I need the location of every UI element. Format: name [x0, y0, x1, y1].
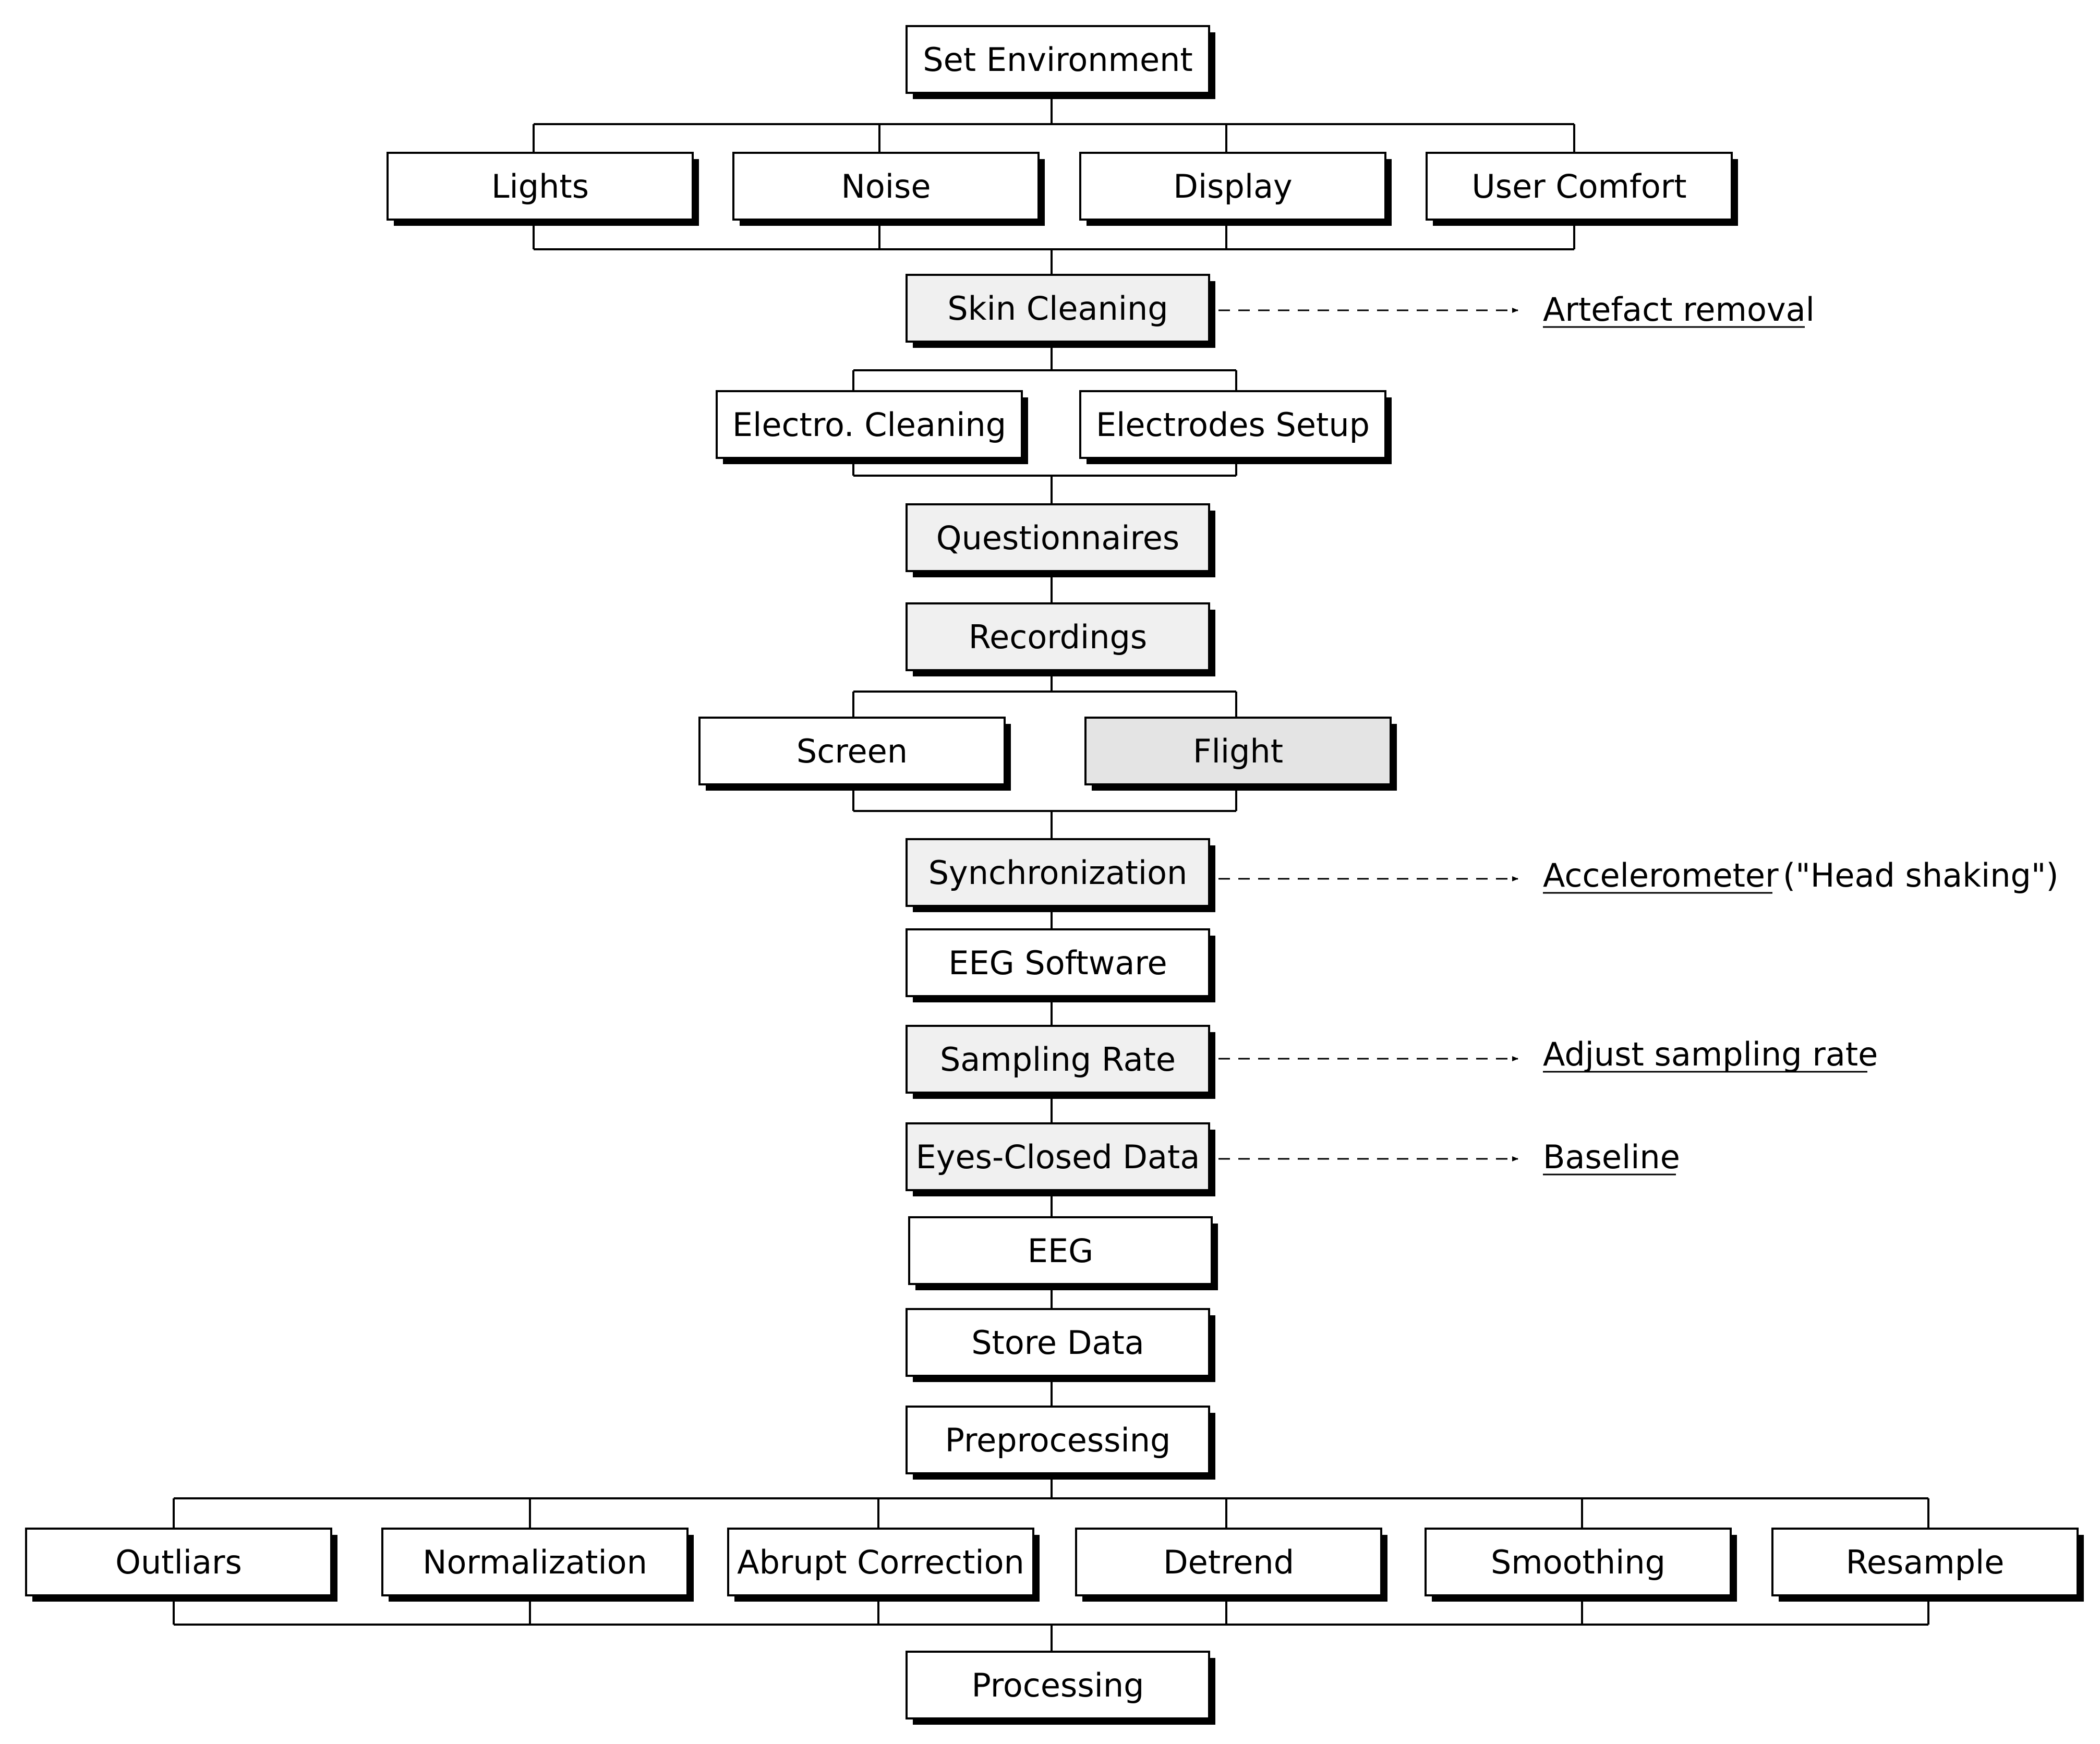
node-store-data: Store Data: [906, 1308, 1215, 1382]
node-label-store-data: Store Data: [971, 1324, 1144, 1362]
node-abrupt-correction: Abrupt Correction: [727, 1528, 1040, 1602]
node-label-screen: Screen: [796, 732, 908, 770]
node-box: [732, 152, 1040, 221]
node-sampling-rate: Sampling Rate: [906, 1025, 1215, 1099]
annotations: Artefact removal Accelerometer ("Head sh…: [1543, 290, 2059, 1176]
node-eeg: EEG: [908, 1216, 1218, 1290]
node-box: [906, 928, 1210, 997]
node-label-preprocessing: Preprocessing: [945, 1421, 1171, 1459]
node-questionnaires: Questionnaires: [906, 503, 1215, 577]
node-box: [1075, 1528, 1382, 1596]
node-box: [906, 602, 1210, 671]
node-box: [1079, 152, 1386, 221]
node-label-electrodes-setup: Electrodes Setup: [1096, 406, 1370, 444]
node-box: [698, 717, 1006, 785]
node-label-detrend: Detrend: [1163, 1543, 1294, 1581]
annotation-baseline: Baseline: [1543, 1138, 1680, 1176]
node-label-eeg: EEG: [1028, 1232, 1093, 1270]
node-electrodes-setup: Electrodes Setup: [1079, 390, 1392, 464]
node-box: [1084, 717, 1392, 785]
node-box: [906, 1651, 1210, 1719]
annotation-head-shaking: ("Head shaking"): [1783, 856, 2059, 894]
node-box: [906, 1025, 1210, 1094]
node-label-synchronization: Synchronization: [928, 854, 1188, 892]
node-box: [906, 25, 1210, 94]
node-label-resample: Resample: [1846, 1543, 2005, 1581]
node-label-display: Display: [1173, 167, 1293, 205]
node-detrend: Detrend: [1075, 1528, 1387, 1602]
node-box: [906, 1406, 1210, 1474]
node-label-user-comfort: User Comfort: [1471, 167, 1686, 205]
node-box: [906, 838, 1210, 907]
node-box: [1771, 1528, 2079, 1596]
node-label-questionnaires: Questionnaires: [936, 519, 1179, 557]
node-label-set-environment: Set Environment: [923, 41, 1192, 79]
node-label-abrupt-correction: Abrupt Correction: [737, 1543, 1024, 1581]
node-box: [381, 1528, 689, 1596]
node-label-normalization: Normalization: [423, 1543, 647, 1581]
node-smoothing: Smoothing: [1425, 1528, 1737, 1602]
node-label-smoothing: Smoothing: [1491, 1543, 1665, 1581]
node-box: [727, 1528, 1034, 1596]
node-eeg-software: EEG Software: [906, 928, 1215, 1002]
node-set-environment: Set Environment: [906, 25, 1215, 99]
node-label-noise: Noise: [841, 167, 931, 205]
node-label-flight: Flight: [1193, 732, 1283, 770]
node-label-recordings: Recordings: [969, 618, 1147, 656]
node-electro-cleaning: Electro. Cleaning: [716, 390, 1028, 464]
node-box: [716, 390, 1023, 459]
annotation-adjust-sampling-rate: Adjust sampling rate: [1543, 1035, 1878, 1073]
annotation-accelerometer: Accelerometer: [1543, 856, 1779, 894]
node-recordings: Recordings: [906, 602, 1215, 676]
node-lights: Lights: [387, 152, 699, 226]
node-label-processing: Processing: [971, 1666, 1144, 1704]
node-resample: Resample: [1771, 1528, 2084, 1602]
node-screen: Screen: [698, 717, 1011, 791]
node-box: [908, 1216, 1213, 1285]
node-user-comfort: User Comfort: [1426, 152, 1738, 226]
node-label-skin-cleaning: Skin Cleaning: [947, 289, 1168, 328]
node-box: [25, 1528, 332, 1596]
node-box: [387, 152, 694, 221]
node-processing: Processing: [906, 1651, 1215, 1725]
node-normalization: Normalization: [381, 1528, 694, 1602]
node-label-eeg-software: EEG Software: [948, 944, 1167, 982]
node-box: [1425, 1528, 1732, 1596]
node-flight: Flight: [1084, 717, 1397, 791]
node-skin-cleaning: Skin Cleaning: [906, 274, 1215, 348]
node-noise: Noise: [732, 152, 1045, 226]
node-preprocessing: Preprocessing: [906, 1406, 1215, 1480]
node-label-eyes-closed-data: Eyes-Closed Data: [916, 1138, 1200, 1176]
node-label-sampling-rate: Sampling Rate: [940, 1040, 1176, 1079]
node-label-electro-cleaning: Electro. Cleaning: [732, 406, 1006, 444]
node-outliars: Outliars: [25, 1528, 337, 1602]
annotation-artefact-removal: Artefact removal: [1543, 290, 1815, 329]
node-box: [906, 274, 1210, 343]
node-box: [906, 503, 1210, 572]
dashed-arrows: [1218, 308, 1518, 1161]
node-synchronization: Synchronization: [906, 838, 1215, 912]
node-box: [1079, 390, 1386, 459]
node-box: [906, 1308, 1210, 1377]
node-label-outliars: Outliars: [115, 1543, 242, 1581]
connector-lines: [173, 93, 1929, 1652]
node-display: Display: [1079, 152, 1392, 226]
node-box: [1426, 152, 1733, 221]
node-label-lights: Lights: [491, 167, 589, 205]
node-box: [906, 1122, 1210, 1191]
node-eyes-closed-data: Eyes-Closed Data: [906, 1122, 1215, 1196]
